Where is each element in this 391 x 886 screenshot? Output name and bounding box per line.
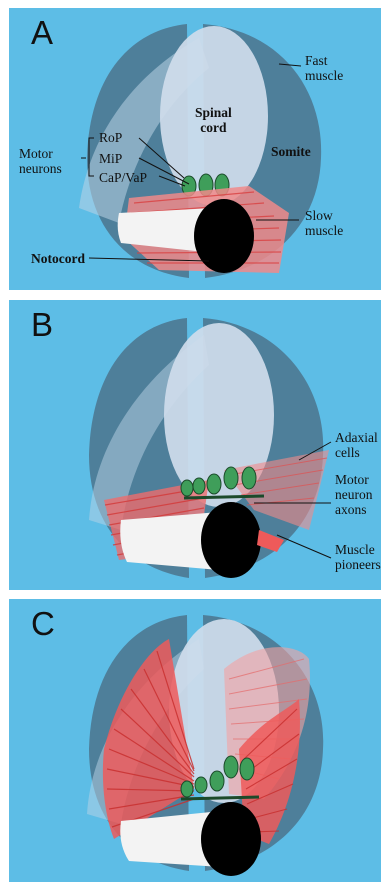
- fast-muscle-label-line1: Fast: [305, 53, 343, 68]
- adaxial-cells-label-line2: cells: [335, 445, 378, 460]
- mip-label: MiP: [99, 151, 122, 166]
- notochord: [194, 199, 254, 273]
- fast-muscle-label-line2: muscle: [305, 68, 343, 83]
- somite-label: Somite: [271, 144, 311, 159]
- fast-muscle-label: Fast muscle: [305, 53, 343, 83]
- panel-c-letter: C: [31, 607, 55, 640]
- motor-neurons-label-line2: neurons: [19, 161, 62, 176]
- motor-neuron-axons-label-line1: Motor: [335, 472, 373, 487]
- motor-neuron-axons-label-line3: axons: [335, 502, 373, 517]
- motor-axons: [181, 797, 259, 799]
- notocord-label: Notocord: [31, 251, 85, 266]
- spinal-cord-label-line1: Spinal: [195, 105, 232, 120]
- slow-muscle-label-line1: Slow: [305, 208, 343, 223]
- panel-b-letter: B: [31, 308, 53, 341]
- spinal-cord-label: Spinal cord: [195, 105, 232, 135]
- slow-muscle-label: Slow muscle: [305, 208, 343, 238]
- panel-b: B Adaxial cells Motor neuron axons Muscl…: [9, 300, 381, 590]
- muscle-pioneers-label-line1: Muscle: [335, 542, 381, 557]
- notochord: [201, 802, 261, 876]
- muscle-pioneers-label-line2: pioneers: [335, 557, 381, 572]
- panel-b-diagram: [9, 300, 381, 590]
- panel-c: C: [9, 599, 381, 882]
- rop-label: RoP: [99, 130, 122, 145]
- slow-muscle-label-line2: muscle: [305, 223, 343, 238]
- capvap-label: CaP/VaP: [99, 170, 147, 185]
- panel-c-diagram: [9, 599, 381, 882]
- adaxial-cells-label: Adaxial cells: [335, 430, 378, 460]
- panel-a-letter: A: [31, 16, 53, 49]
- motor-axons: [184, 496, 264, 498]
- motor-neuron-axons-label: Motor neuron axons: [335, 472, 373, 517]
- motor-neurons-label: Motor neurons: [19, 146, 62, 176]
- spinal-cord-label-line2: cord: [195, 120, 232, 135]
- panel-a-diagram: [9, 8, 381, 290]
- motor-neurons-label-line1: Motor: [19, 146, 62, 161]
- notochord: [201, 502, 261, 578]
- panel-a: A Motor neurons RoP MiP CaP/VaP Spinal c…: [9, 8, 381, 290]
- adaxial-cells-label-line1: Adaxial: [335, 430, 378, 445]
- motor-neuron-axons-label-line2: neuron: [335, 487, 373, 502]
- muscle-pioneers-label: Muscle pioneers: [335, 542, 381, 572]
